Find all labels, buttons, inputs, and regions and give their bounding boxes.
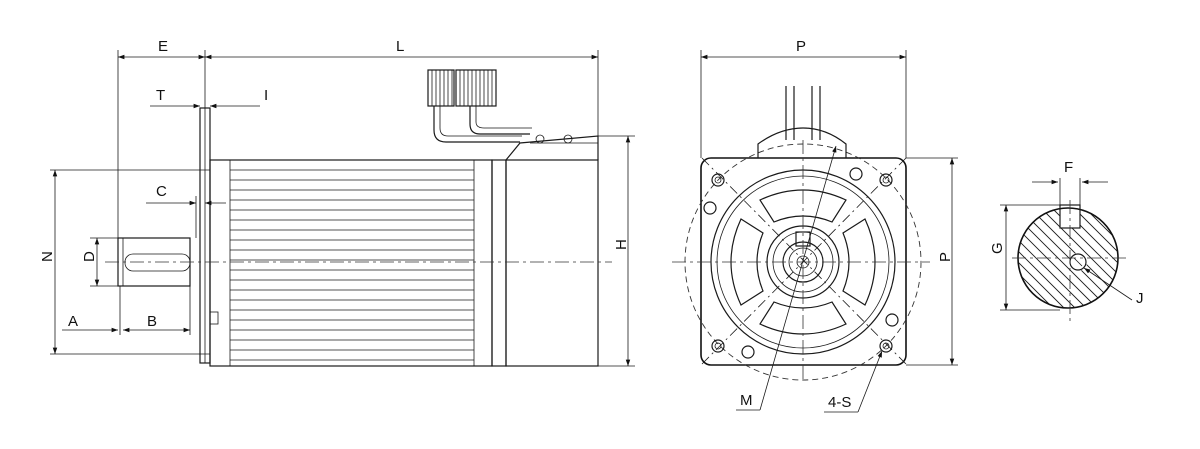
label-J: J [1136, 290, 1144, 307]
label-F: F [1064, 159, 1073, 176]
dim-M: M [736, 145, 837, 411]
dim-4S: 4-S [824, 350, 883, 413]
label-I: I [264, 87, 268, 104]
label-M: M [740, 392, 753, 409]
hatch-line [1084, 208, 1118, 308]
front-view: P P M 4-S [672, 38, 958, 413]
label-4S: 4-S [828, 394, 851, 411]
label-P-side: P [937, 252, 954, 262]
hatch-line [1018, 208, 1021, 308]
dim-P-top: P [700, 38, 907, 158]
shaft-section-view: F G J [909, 159, 1200, 322]
hatch-line [909, 208, 1009, 308]
motor-body [209, 134, 599, 367]
dim-E: E [117, 38, 205, 238]
label-P-top: P [796, 38, 806, 55]
label-C: C [156, 183, 167, 200]
dim-N: N [39, 169, 210, 355]
hatch-line [1073, 208, 1118, 308]
dim-H: H [598, 135, 635, 367]
dim-G: G [989, 204, 1060, 311]
label-H: H [613, 239, 630, 250]
hatch-line [1140, 208, 1200, 308]
dim-A-B: A B [62, 286, 191, 335]
spoke-openings [730, 189, 876, 335]
dim-D: D [81, 237, 118, 287]
dim-C: C [146, 183, 226, 238]
hatch-line [1018, 208, 1065, 308]
mounting-holes [703, 167, 899, 359]
dim-T-I: T I [150, 87, 268, 109]
label-T: T [156, 87, 165, 104]
dim-L: L [204, 38, 599, 136]
hatch-line [1095, 208, 1118, 308]
hatch-line [1018, 208, 1087, 308]
front-connector [757, 86, 847, 158]
dim-F: F [1032, 159, 1108, 205]
flange [199, 100, 219, 364]
shaft [117, 237, 191, 287]
label-N: N [39, 251, 56, 262]
front-flange [700, 157, 907, 366]
hatch-line [1117, 208, 1118, 308]
hatch-line [1018, 208, 1054, 308]
label-E: E [158, 38, 168, 55]
cable-connectors [427, 69, 532, 143]
label-D: D [81, 251, 98, 262]
hatch-line [1151, 208, 1200, 308]
label-G: G [989, 242, 1006, 254]
hatch-line [1018, 208, 1043, 308]
dim-P-side: P [906, 157, 958, 366]
label-B: B [147, 313, 157, 330]
label-A: A [68, 313, 78, 330]
label-L: L [396, 38, 404, 55]
side-view: E L T I C N [39, 38, 635, 367]
dim-J: J [1083, 267, 1144, 307]
